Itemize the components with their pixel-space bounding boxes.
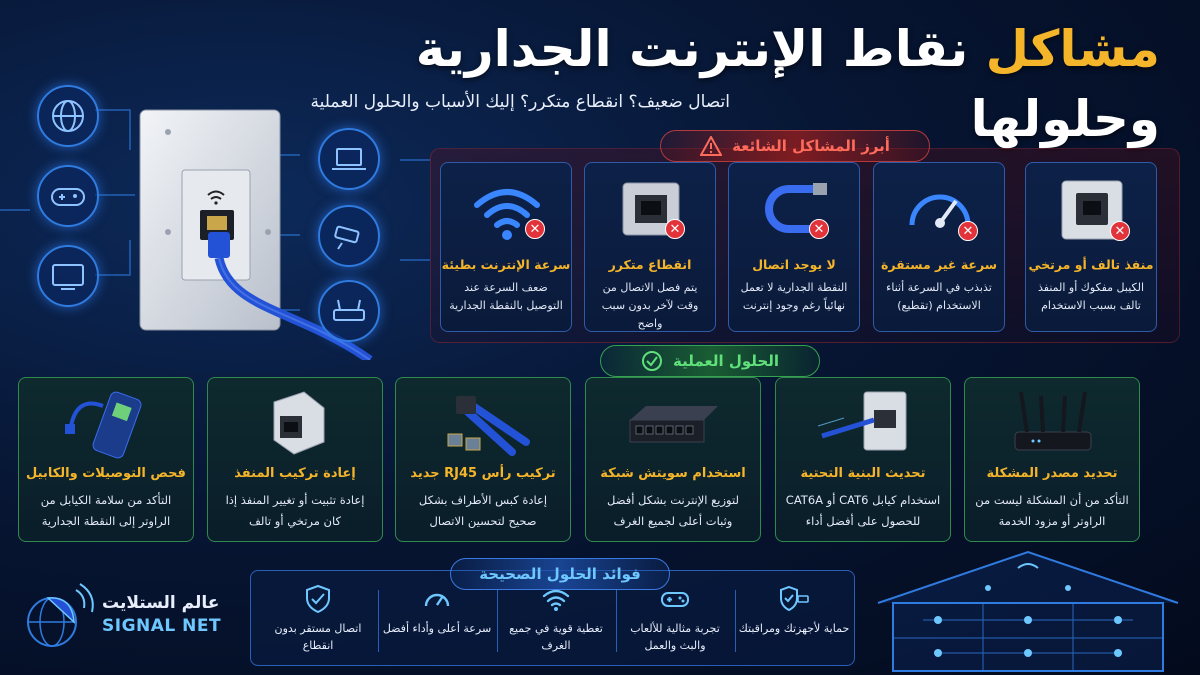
problems-section-header: أبرز المشاكل الشائعة (660, 130, 930, 162)
benefit-divider (735, 590, 736, 652)
problem-card-no-connection: ✕ لا يوجد اتصال النقطة الجدارية لا تعمل … (728, 162, 860, 332)
error-x-icon: ✕ (958, 221, 978, 241)
solution-desc: التأكد من سلامة الكيابل من الراوتر إلى ا… (40, 493, 172, 528)
tv-device-icon (37, 245, 99, 307)
keystone-jack-icon (273, 391, 325, 455)
globe-device-icon (37, 85, 99, 147)
benefit-stable: اتصال مستقر بدون انقطاع (259, 582, 377, 662)
laptop-device-icon (318, 128, 380, 190)
benefit-label: اتصال مستقر بدون انقطاع (274, 622, 362, 652)
solution-desc: استخدام كيابل CAT6 أو CAT6A للحصول على أ… (785, 493, 941, 528)
problem-desc: الكيبل مفكوك أو المنفذ تالف بسبب الاستخد… (1037, 281, 1144, 312)
benefit-divider (616, 590, 617, 652)
solution-card-check-cables: فحص التوصيلات والكابيل التأكد من سلامة ا… (18, 377, 194, 542)
benefit-coverage: تغطية قوية في جميع الغرف (497, 582, 615, 662)
solutions-section-title: الحلول العملية (673, 352, 779, 370)
benefit-speed: سرعة أعلى وأداء أفضل (378, 582, 496, 662)
wifi-icon (474, 189, 540, 240)
problem-title: سرعة الإنترنت بطيئة (441, 257, 571, 272)
benefit-label: تجربة مثالية للألعاب والبث والعمل (630, 622, 720, 652)
benefit-label: حماية لأجهزتك ومراقبتك (738, 622, 850, 635)
problem-card-damaged-port: ✕ منفذ تالف أو مرتخي الكيبل مفكوك أو الم… (1025, 162, 1157, 332)
benefit-divider (378, 590, 379, 652)
smart-house-icon (877, 550, 1179, 672)
brand-name-english: SIGNAL NET (102, 616, 222, 636)
wall-socket-icon (817, 391, 907, 451)
solution-desc: إعادة تثبيت أو تغيير المنفذ إذا كان مرتخ… (225, 493, 365, 528)
benefit-gaming: تجربة مثالية للألعاب والبث والعمل (616, 582, 734, 662)
solution-card-new-rj45: تركيب رأس RJ45 جديد إعادة كبس الأطراف بش… (395, 377, 571, 542)
solution-card-reinstall-port: إعادة تركيب المنفذ إعادة تثبيت أو تغيير … (207, 377, 383, 542)
hero-illustration (0, 60, 430, 364)
title-rest: نقاط الإنترنت الجدارية وحلولها (415, 20, 1160, 148)
network-switch-icon (629, 406, 718, 443)
speedometer-icon (909, 194, 971, 228)
benefit-protection: حماية لأجهزتك ومراقبتك (735, 582, 853, 662)
wall-port-icon (1061, 180, 1123, 240)
cable-tester-icon (65, 391, 142, 459)
wall-socket-hero-icon (0, 109, 430, 364)
solution-title: تركيب رأس RJ45 جديد (410, 466, 556, 481)
solutions-section-header: الحلول العملية (600, 345, 820, 377)
problem-title: انقطاع متكرر (608, 257, 692, 272)
solution-title: فحص التوصيلات والكابيل (26, 466, 186, 481)
solution-desc: إعادة كبس الأطراف بشكل صحيح لتحسين الاتص… (418, 493, 548, 528)
benefit-label: سرعة أعلى وأداء أفضل (382, 622, 492, 635)
error-x-icon: ✕ (665, 219, 685, 239)
wifi-icon (542, 589, 570, 611)
page-subtitle: اتصال ضعيف؟ انقطاع متكرر؟ إليك الأسباب و… (310, 92, 731, 112)
satellite-dish-logo-icon (27, 583, 94, 647)
problem-card-frequent-disconnect: ✕ انقطاع متكرر يتم فصل الاتصال من وقت لآ… (584, 162, 716, 332)
problem-desc: تذبذب في السرعة أثناء الاستخدام (تقطيع) (886, 281, 992, 312)
shield-check-icon (306, 584, 330, 614)
problem-title: لا يوجد اتصال (752, 257, 836, 272)
solution-card-identify-source: تحديد مصدر المشكلة التأكد من أن المشكلة … (964, 377, 1140, 542)
solution-desc: التأكد من أن المشكلة ليست من الراوتر أو … (975, 493, 1129, 528)
problems-section-title: أبرز المشاكل الشائعة (732, 137, 890, 155)
solution-desc: لتوزيع الإنترنت بشكل أفضل وثبات أعلى لجم… (607, 493, 739, 528)
title-highlight: مشاكل (985, 20, 1160, 78)
brand-name-arabic: عالم الستلايت (102, 593, 220, 613)
benefits-section-title: فوائد الحلول الصحيحة (479, 565, 641, 583)
solution-title: استخدام سويتش شبكة (600, 466, 746, 481)
router-device-icon (318, 280, 380, 342)
gamepad-device-icon (37, 165, 99, 227)
benefit-label: تغطية قوية في جميع الغرف (509, 622, 603, 652)
shield-camera-icon (780, 585, 809, 612)
solution-title: إعادة تركيب المنفذ (234, 466, 356, 481)
check-circle-icon (642, 351, 662, 371)
solution-card-upgrade-infrastructure: تحديث البنية التحتية استخدام كيابل CAT6 … (775, 377, 951, 542)
speedometer-icon (424, 593, 450, 607)
crimp-tool-icon (447, 396, 530, 456)
solution-title: تحديد مصدر المشكلة (986, 466, 1118, 481)
problem-desc: ضعف السرعة عند التوصيل بالنقطة الجدارية (449, 281, 563, 312)
router-icon (1014, 391, 1092, 451)
warning-icon (700, 136, 723, 156)
problem-title: سرعة غير مستقرة (880, 257, 998, 272)
solution-title: تحديث البنية التحتية (800, 466, 926, 481)
benefits-section-header: فوائد الحلول الصحيحة (450, 558, 670, 590)
problem-title: منفذ تالف أو مرتخي (1028, 257, 1154, 272)
error-x-icon: ✕ (1110, 221, 1130, 241)
problem-desc: النقطة الجدارية لا تعمل نهائياً رغم وجود… (740, 281, 848, 312)
solution-card-network-switch: استخدام سويتش شبكة لتوزيع الإنترنت بشكل … (585, 377, 761, 542)
benefit-divider (497, 590, 498, 652)
error-x-icon: ✕ (525, 219, 545, 239)
camera-device-icon (318, 205, 380, 267)
ethernet-port-icon (622, 182, 680, 236)
problem-card-slow-internet: ✕ سرعة الإنترنت بطيئة ضعف السرعة عند الت… (440, 162, 572, 332)
problem-desc: يتم فصل الاتصال من وقت لآخر بدون سبب واض… (601, 281, 699, 330)
page-title: مشاكل نقاط الإنترنت الجدارية وحلولها (360, 14, 1160, 154)
problem-card-unstable-speed: ✕ سرعة غير مستقرة تذبذب في السرعة أثناء … (873, 162, 1005, 332)
error-x-icon: ✕ (809, 219, 829, 239)
gamepad-icon (661, 592, 689, 607)
